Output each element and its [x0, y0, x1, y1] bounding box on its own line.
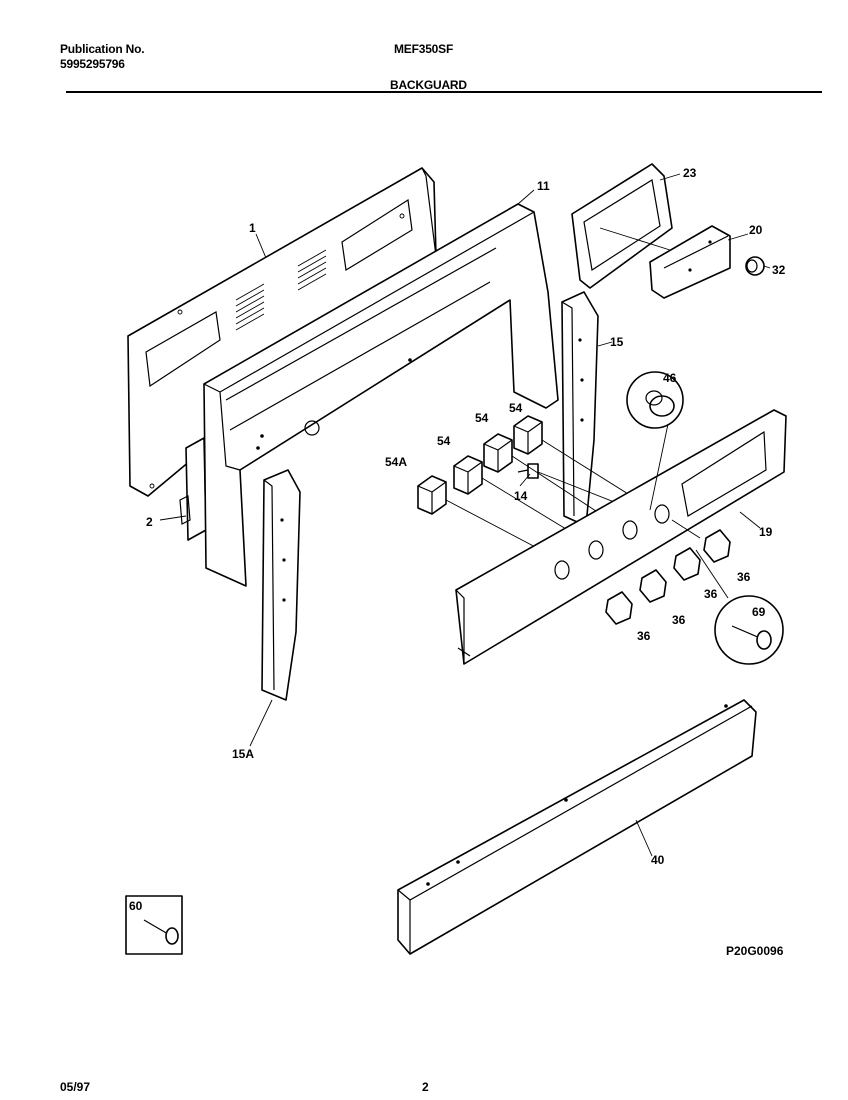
label-part-2: 2 — [146, 515, 153, 529]
diagram-code: P20G0096 — [726, 944, 784, 958]
clock-timer — [649, 225, 731, 299]
trim-strip — [397, 699, 757, 955]
label-part-19: 19 — [759, 525, 773, 539]
infinite-switch-54a — [417, 475, 447, 515]
label-part-54-a: 54 — [475, 411, 489, 425]
label-part-46: 46 — [663, 371, 677, 385]
label-part-15: 15 — [610, 335, 624, 349]
leader-lines — [159, 173, 771, 857]
section-title: BACKGUARD — [390, 78, 467, 92]
label-part-60: 60 — [129, 899, 143, 913]
infinite-switch-54-middle — [483, 433, 513, 473]
label-part-11: 11 — [537, 179, 550, 193]
control-panel — [455, 409, 787, 665]
header-rule — [66, 91, 822, 93]
label-part-32: 32 — [772, 263, 786, 277]
infinite-switch-54-left — [453, 455, 483, 495]
infinite-switch-54-right — [513, 415, 543, 455]
label-part-1: 1 — [249, 221, 256, 235]
left-end-cap — [261, 469, 301, 701]
label-part-15a: 15A — [232, 747, 254, 761]
label-part-54a: 54A — [385, 455, 407, 469]
label-part-69: 69 — [752, 605, 766, 619]
display-housing — [571, 163, 673, 289]
label-part-54-b: 54 — [437, 434, 451, 448]
label-part-36-d: 36 — [637, 629, 651, 643]
bake-knob-detail — [626, 371, 684, 511]
publication-number: 5995295796 — [60, 57, 125, 71]
footer-date: 05/97 — [60, 1080, 91, 1094]
backguard-frame — [203, 203, 559, 587]
screw-detail-69 — [671, 519, 784, 665]
control-knob-3 — [673, 547, 701, 581]
label-part-20: 20 — [749, 223, 763, 237]
label-part-36-b: 36 — [704, 587, 718, 601]
right-end-cap — [561, 291, 599, 527]
control-knob-2 — [639, 569, 667, 603]
label-part-36-a: 36 — [737, 570, 751, 584]
control-knob-1 — [605, 591, 633, 625]
label-part-40: 40 — [651, 853, 665, 867]
label-part-54-c: 54 — [509, 401, 523, 415]
label-part-36-c: 36 — [672, 613, 686, 627]
alignment-lines — [445, 439, 661, 561]
screw-detail-60 — [125, 895, 183, 955]
label-part-23: 23 — [683, 166, 697, 180]
footer-page-number: 2 — [422, 1080, 429, 1094]
clock-knob — [745, 256, 765, 276]
publication-label: Publication No. — [60, 42, 145, 56]
label-part-14: 14 — [514, 489, 528, 503]
control-knob-4 — [703, 529, 731, 563]
model-number: MEF350SF — [394, 42, 454, 56]
indicator-light — [517, 463, 539, 479]
